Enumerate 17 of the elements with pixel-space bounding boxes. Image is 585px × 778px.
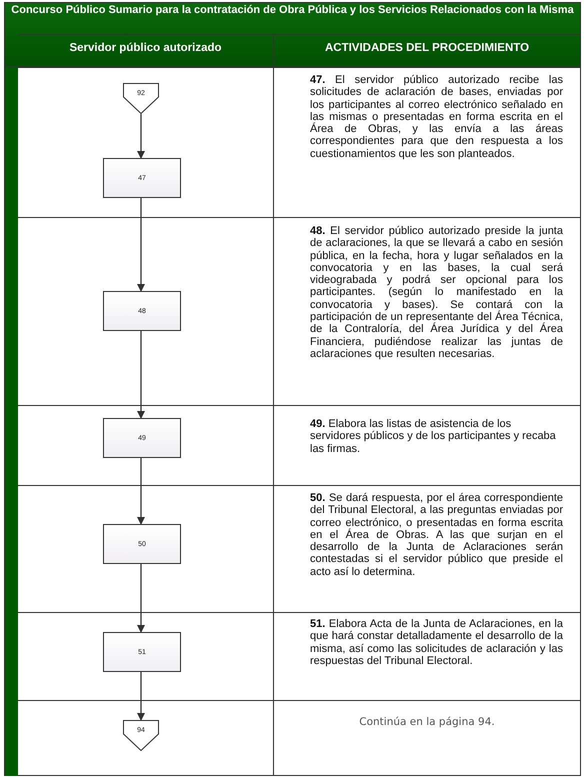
arrow	[137, 564, 145, 633]
activity-text: 48. El servidor público autorizado preside la junta de aclaraciones, la que se llevará a cabo en sesión pública, en la fecha, hora y lugar señalados en la convocatoria y en las bases, la cual será videograbada y podrá ser opcional para los participantes. (según lo manifestado en la convocatoria y bases). Se contará con la participación de un representante del Área Técnica, de la Contraloría, del Área Jurídica y del Área Financiera, pudiéndose realizar las juntas de aclaraciones que resulten necesarias.	[310, 225, 563, 360]
activity-text: 49. Elabora las listas de asistencia de los servidores públicos y de los participantes y recaba las firmas.	[310, 418, 557, 455]
activity-text: 51. Elabora Acta de la Junta de Aclaraciones, en la que hará constar detalladamente el desarrollo de la misma, así como las solicitudes de aclaración y las respuestas del Tribunal Electoral.	[310, 618, 563, 668]
arrow	[137, 331, 145, 419]
arrow	[137, 114, 145, 159]
arrow	[137, 458, 145, 525]
off-page-connector	[123, 720, 159, 751]
title: Concurso Público Sumario para la contratación de Obra Pública y los Servicios Relacionados con la Misma	[10, 4, 575, 17]
activity-text: 50. Se dará respuesta, por el área correspondiente del Tribunal Electoral, a las preguntas enviadas por correo electrónico, o presentadas en forma escrita en el Área de Obras. A las que surjan en el desarrollo de la Junta de Aclaraciones serán contestadas si el servidor público que preside el acto así lo determina.	[310, 492, 563, 578]
continuation-note: Continúa en la página 94.	[358, 716, 496, 728]
arrow	[137, 198, 145, 292]
off-page-connector	[123, 83, 159, 114]
column-header: Servidor público autorizado	[68, 42, 223, 54]
arrow	[137, 672, 145, 721]
column-header: ACTIVIDADES DEL PROCEDIMIENTO	[324, 42, 530, 54]
activity-text: 47. El servidor público autorizado recibe las solicitudes de aclaración de bases, enviadas por los participantes al correo electrónico señalado en las mismas o presentadas en forma escrita en el Área de Obras, y las envía a las áreas correspondientes para que den respuesta a los cuestionamientos que les son planteados.	[310, 74, 563, 160]
